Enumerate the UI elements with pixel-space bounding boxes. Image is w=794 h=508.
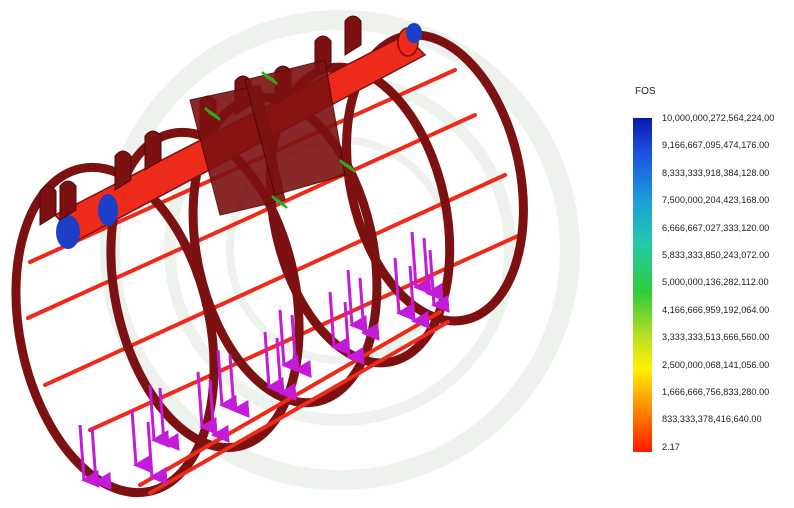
load-arrow <box>393 257 415 321</box>
load-arrow <box>278 309 300 373</box>
load-arrow <box>148 384 170 448</box>
legend-label: 5,000,000,136,282,112.00 <box>662 277 769 288</box>
load-arrow <box>158 387 180 451</box>
legend-title: FOS <box>635 86 656 97</box>
legend-label: 10,000,000,272,564,224.00 <box>662 113 775 123</box>
ring-frame <box>265 62 455 368</box>
load-arrow <box>216 349 238 413</box>
mounting-lug <box>114 150 132 191</box>
load-arrow <box>358 277 380 341</box>
legend-label: 3,333,333,513,666,560.00 <box>662 332 770 343</box>
fixture-markers <box>204 71 356 209</box>
load-arrow <box>208 379 230 443</box>
load-arrow <box>410 231 432 295</box>
mounting-lugs <box>39 15 362 226</box>
mounting-lug <box>59 180 77 221</box>
load-arrow <box>422 237 444 301</box>
fixture-marker <box>204 107 221 121</box>
fixture-marker <box>339 159 356 173</box>
load-arrow <box>290 314 312 378</box>
load-arrow <box>343 301 365 365</box>
load-arrows <box>78 231 450 490</box>
end-cap-left-inner <box>98 194 118 226</box>
load-arrow <box>78 424 100 488</box>
legend-label: 2.17 <box>662 441 680 452</box>
ring-frames <box>11 30 528 498</box>
mounting-lug <box>144 130 162 171</box>
legend-label: 6,666,667,027,333,120.00 <box>662 222 770 233</box>
legend-label: 9,166,667,095,474,176.00 <box>662 140 770 151</box>
fixture-marker <box>271 195 288 209</box>
legend-label: 1,666,666,756,833,280.00 <box>662 387 770 397</box>
legend-label: 2,500,000,068,141,056.00 <box>662 359 770 370</box>
ring-frame <box>106 127 304 453</box>
legend-label: 833,333,378,416,640.00 <box>662 414 762 425</box>
load-arrow <box>408 265 430 329</box>
fos-legend: FOS 10,000,000,272,564,224.00 9,166,667,0… <box>600 0 794 508</box>
load-arrow <box>263 331 285 395</box>
cage-model-view <box>11 15 528 498</box>
legend-label: 8,333,333,918,384,128.00 <box>662 167 770 178</box>
mounting-lug <box>344 15 362 56</box>
mounting-lug <box>39 185 57 226</box>
load-arrow <box>228 354 250 418</box>
legend-colorbar <box>633 118 652 452</box>
mounting-plate <box>244 59 346 196</box>
load-arrow <box>90 426 112 490</box>
load-arrow <box>328 291 350 355</box>
load-arrow <box>275 337 297 401</box>
end-cap-left <box>56 215 80 249</box>
legend-label: 4,166,666,959,192,064.00 <box>662 304 770 315</box>
load-arrow <box>146 421 168 485</box>
end-cap-right <box>406 23 422 43</box>
end-caps <box>56 23 422 249</box>
legend-label: 5,833,333,850,243,072.00 <box>662 250 770 260</box>
fixture-marker <box>261 71 278 85</box>
load-arrow <box>346 269 368 333</box>
load-arrow <box>130 409 152 473</box>
load-arrow <box>428 249 450 313</box>
load-arrow <box>196 371 218 435</box>
legend-label: 7,500,000,204,423,168.00 <box>662 195 770 206</box>
